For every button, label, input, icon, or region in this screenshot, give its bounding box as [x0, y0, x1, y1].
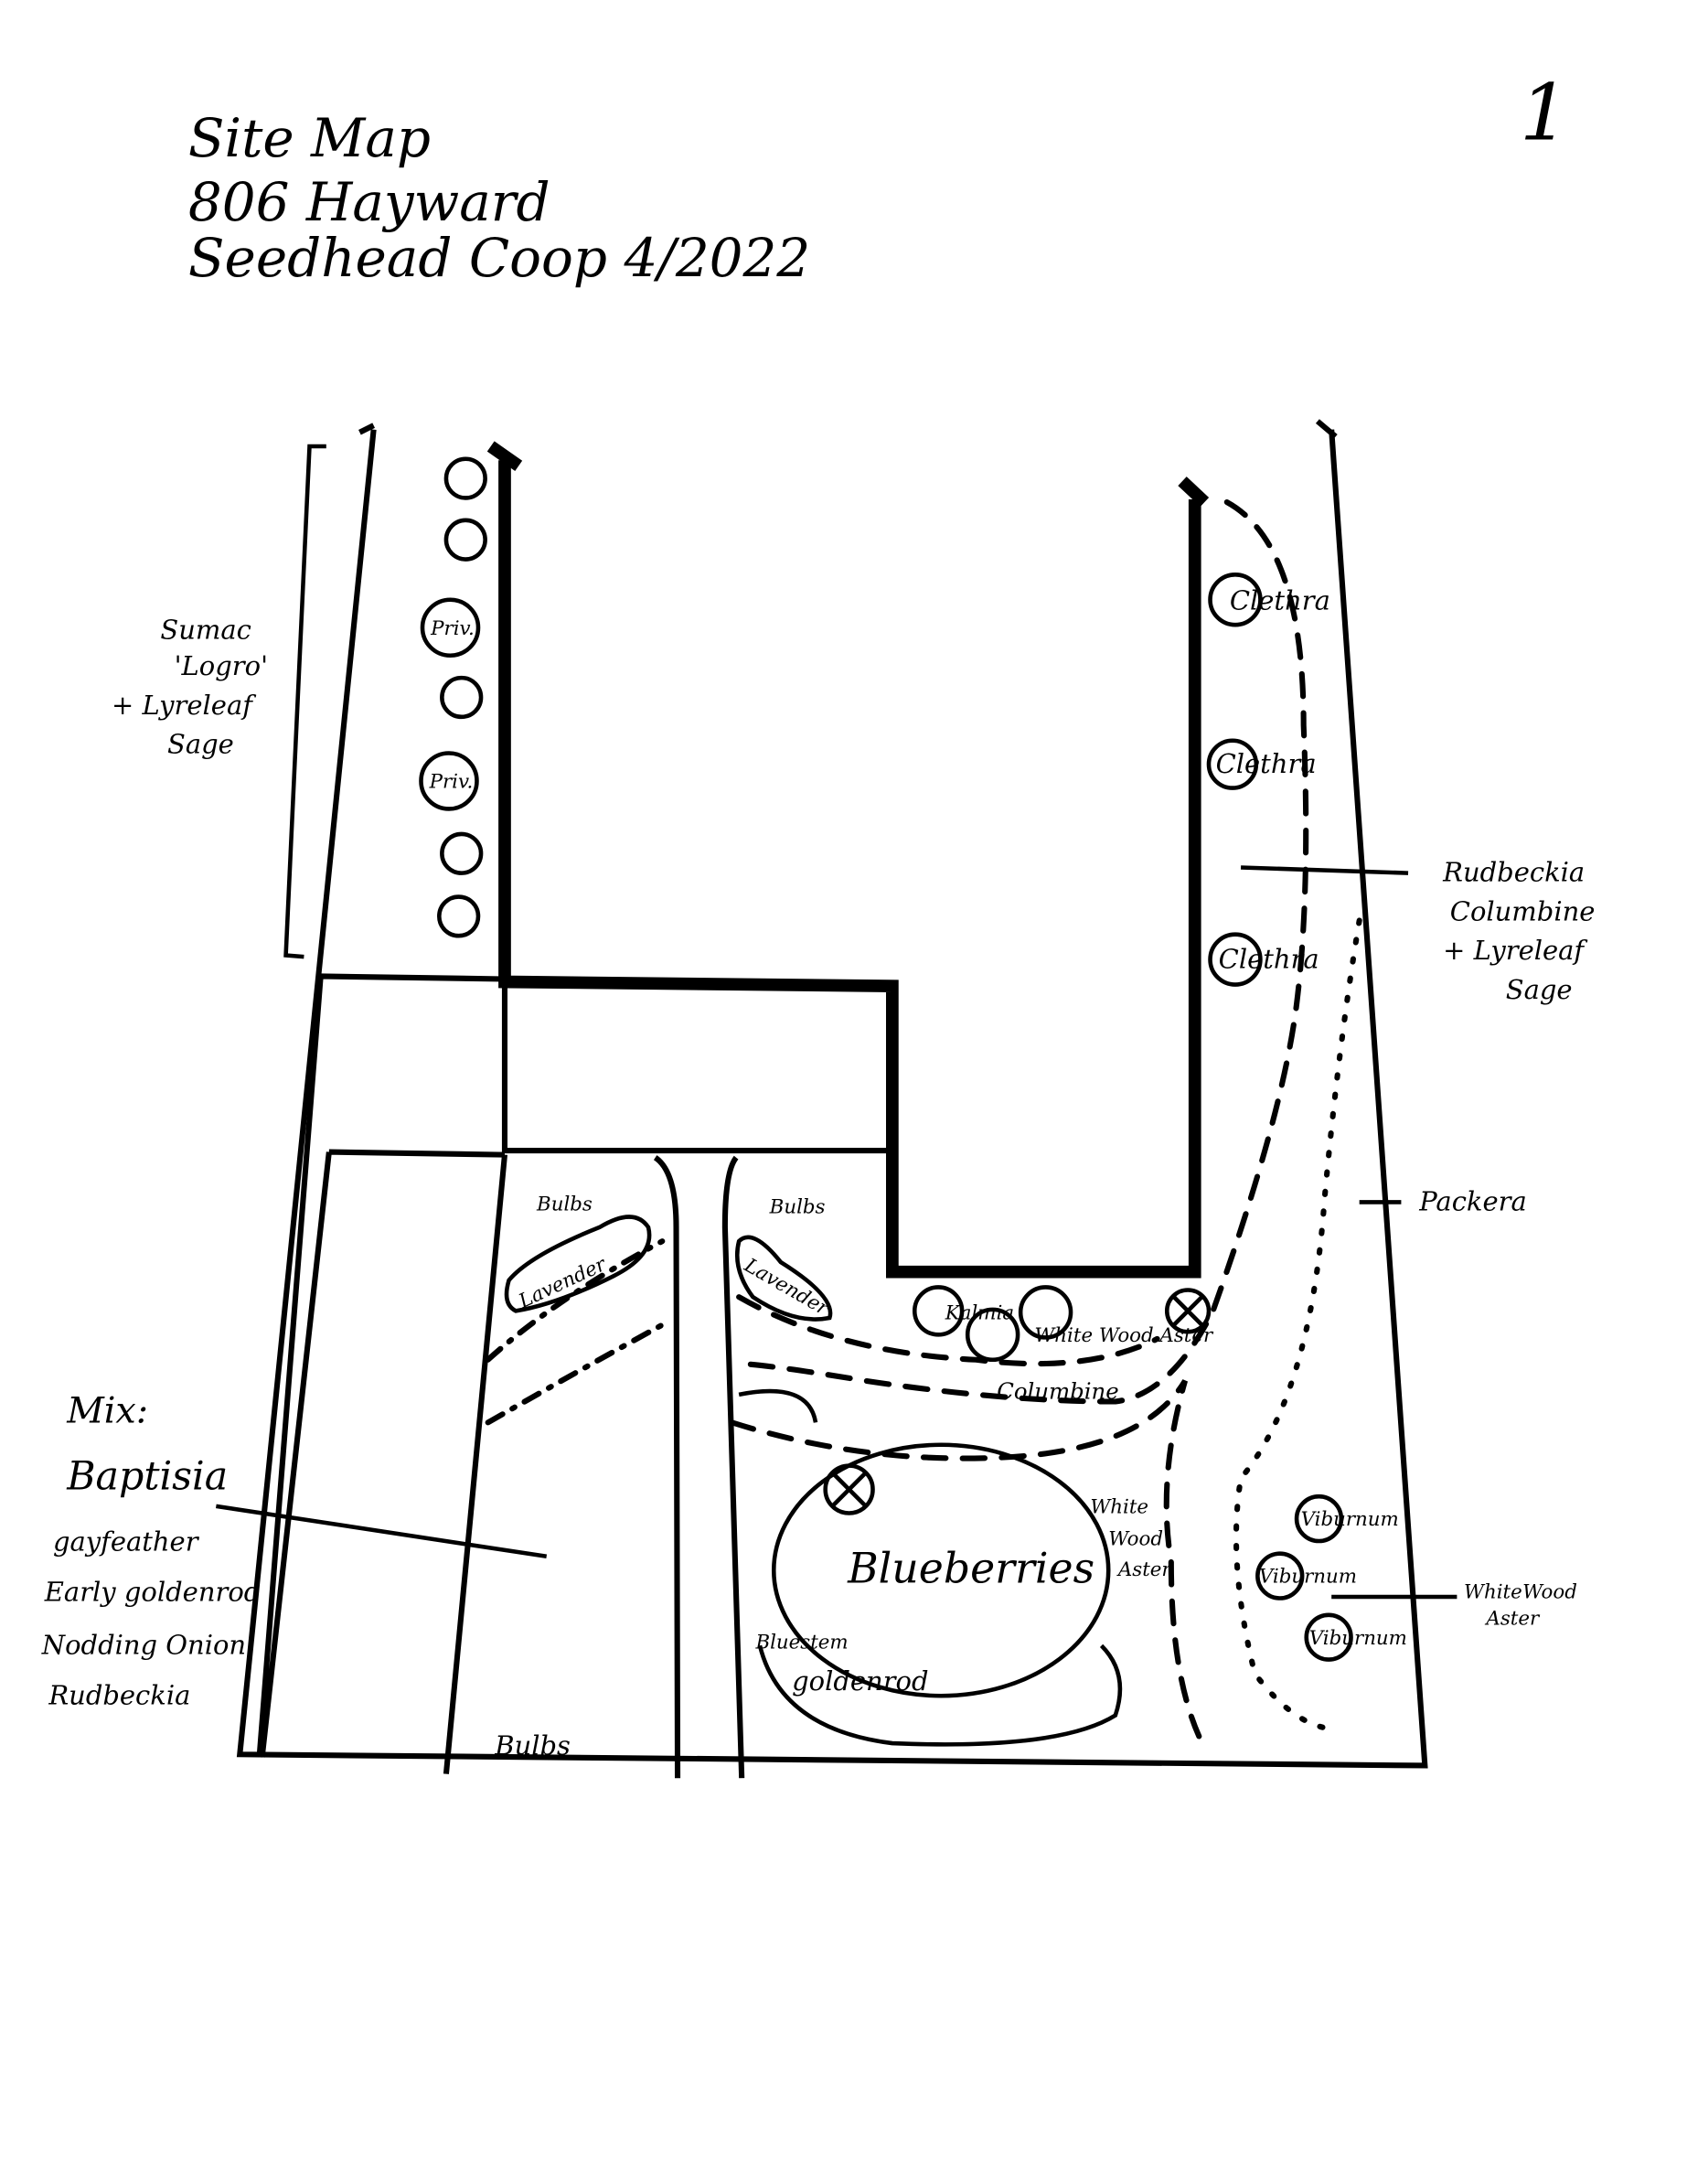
viburnum-label: Viburnum — [1259, 1566, 1357, 1589]
page-number: 1 — [1520, 69, 1569, 159]
clethra-shrub — [1206, 738, 1259, 790]
bluestem-bed — [738, 1388, 1123, 1747]
viburnum-shrub — [1255, 1551, 1305, 1601]
address: 806 Hayward — [188, 171, 550, 233]
white-wood-aster-label: White — [1090, 1495, 1148, 1518]
tree-marker-icon — [823, 1463, 875, 1515]
rudbeckia-label: + Lyreleaf — [1443, 935, 1587, 966]
sumac-label: Sumac — [160, 614, 251, 645]
bluestem-label: Bluestem — [754, 1631, 848, 1654]
sumac-label: + Lyreleaf — [112, 690, 256, 721]
clethra-shrub — [1208, 932, 1263, 987]
kalmia-shrub — [1018, 1285, 1073, 1340]
viburnum-label: Viburnum — [1309, 1627, 1407, 1650]
bulbs-label: Bulbs — [536, 1194, 593, 1216]
sumac-label: 'Logro' — [175, 650, 268, 681]
white-wood-aster-label: White — [1464, 1581, 1522, 1604]
mix-label: Mix: — [66, 1389, 148, 1431]
viburnum-shrub — [1294, 1493, 1344, 1544]
kalmia-label: Kalmia — [945, 1302, 1014, 1325]
clethra-shrub — [1208, 573, 1263, 627]
leader-line — [1240, 865, 1409, 875]
viburnum-shrub — [1304, 1612, 1353, 1662]
white-wood-aster-label: Wood — [1108, 1528, 1163, 1551]
property-lines — [236, 419, 1428, 1779]
shrub-row-left — [419, 456, 487, 938]
mix-label: Early goldenrod — [44, 1577, 262, 1608]
viburnum-label: Viburnum — [1301, 1508, 1399, 1531]
packera-label: Packera — [1418, 1186, 1527, 1217]
clethra-label: Clethra — [1216, 748, 1317, 779]
rudbeckia-label: Sage — [1506, 974, 1573, 1005]
kalmia-shrub — [965, 1307, 1020, 1363]
sumac-label: Sage — [167, 728, 234, 759]
rudbeckia-label: Rudbeckia — [1442, 857, 1585, 888]
white-wood-aster-label: Wood — [1522, 1581, 1577, 1604]
white-wood-aster-label: Aster — [1116, 1558, 1173, 1581]
mix-label: Rudbeckia — [48, 1679, 190, 1710]
mix-label: Baptisia — [66, 1454, 228, 1500]
blueberries-label: Blueberries — [847, 1545, 1094, 1593]
leader-line — [215, 1504, 548, 1559]
clethra-label: Clethra — [1230, 584, 1330, 616]
bluestem-label: goldenrod — [792, 1665, 928, 1697]
blueberries-bed — [771, 1442, 1111, 1698]
columbine-label: Columbine — [997, 1377, 1118, 1404]
bulbs-label: Bulbs — [769, 1196, 826, 1219]
lavender-bed — [504, 1215, 652, 1313]
white-wood-aster-label: Aster — [1484, 1607, 1541, 1630]
priv-label: Priv. — [430, 617, 475, 640]
priv-label: Priv. — [429, 771, 474, 794]
mix-label: Nodding Onion — [41, 1629, 246, 1660]
org-date: Seedhead Coop 4/2022 — [188, 227, 810, 289]
title: Site Map — [188, 107, 431, 169]
lavender-bed — [734, 1235, 833, 1322]
mix-label: gayfeather — [53, 1526, 200, 1558]
white-wood-aster-label: White Wood Aster — [1034, 1324, 1214, 1347]
rudbeckia-label: Columbine — [1450, 895, 1596, 926]
kalmia-shrub — [912, 1285, 965, 1337]
tree-marker-icon — [1164, 1288, 1212, 1334]
bulbs-label: Bulbs — [494, 1729, 571, 1761]
